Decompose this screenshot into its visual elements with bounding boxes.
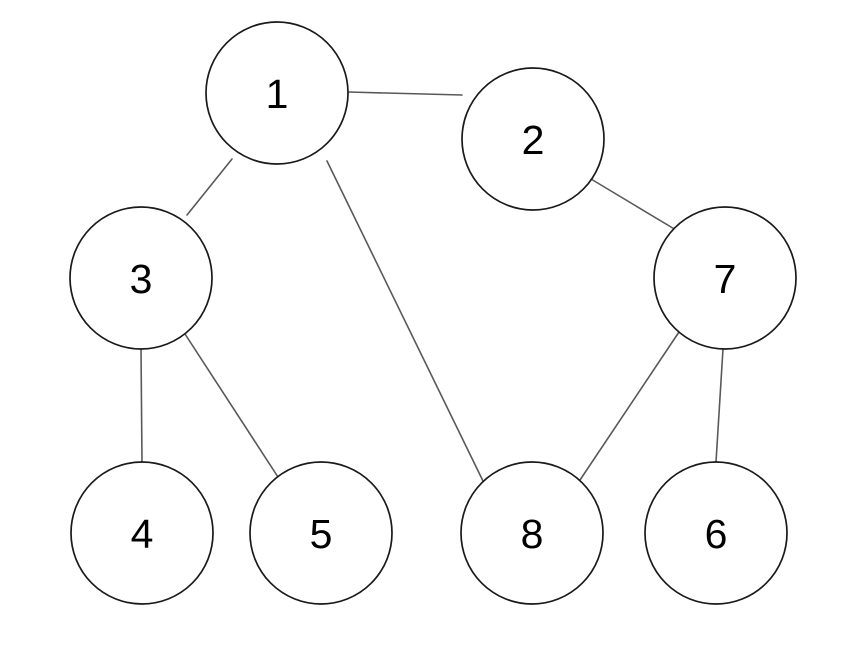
node-layer: 1 2 3 7 4 5 8 6 <box>69 21 797 605</box>
graph-node-circle-2[interactable] <box>461 67 605 211</box>
graph-node-circle-7[interactable] <box>653 206 797 350</box>
graph-node-label-1: 1 <box>266 71 289 117</box>
graph-node-label-5: 5 <box>310 511 333 557</box>
graph-node-6[interactable]: 6 <box>644 461 788 605</box>
graph-node-label-4: 4 <box>131 511 154 557</box>
graph-node-circle-4[interactable] <box>70 461 214 605</box>
graph-node-circle-6[interactable] <box>644 461 788 605</box>
graph-node-circle-1[interactable] <box>205 21 349 165</box>
graph-node-circle-8[interactable] <box>460 461 604 605</box>
graph-node-circle-5[interactable] <box>249 461 393 605</box>
graph-node-4[interactable]: 4 <box>70 461 214 605</box>
edge-layer <box>140 91 724 482</box>
graph-node-1[interactable]: 1 <box>205 21 349 165</box>
graph-node-5[interactable]: 5 <box>249 461 393 605</box>
graph-node-8[interactable]: 8 <box>460 461 604 605</box>
graph-node-label-3: 3 <box>130 256 153 302</box>
graph-node-7[interactable]: 7 <box>653 206 797 350</box>
graph-edge-2-7 <box>590 178 677 231</box>
graph-node-label-6: 6 <box>705 511 728 557</box>
graph-edge-3-4 <box>140 348 143 463</box>
graph-edge-1-3 <box>186 158 233 216</box>
graph-node-label-7: 7 <box>714 256 737 302</box>
graph-edge-1-8 <box>326 160 484 482</box>
graph-edge-7-8 <box>579 331 680 481</box>
graph-edge-1-2 <box>347 91 463 96</box>
graph-node-label-2: 2 <box>522 117 545 163</box>
graph-node-3[interactable]: 3 <box>69 206 213 350</box>
graph-node-2[interactable]: 2 <box>461 67 605 211</box>
graph-node-circle-3[interactable] <box>69 206 213 350</box>
graph-edge-7-6 <box>715 348 724 463</box>
graph-edge-3-5 <box>184 333 279 478</box>
graph-node-label-8: 8 <box>521 511 544 557</box>
